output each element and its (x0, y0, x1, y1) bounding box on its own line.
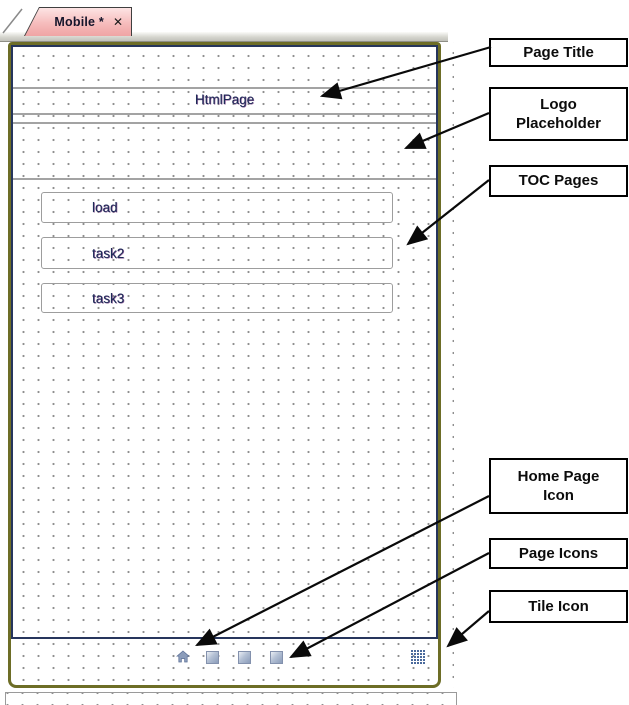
tab-mobile[interactable]: Mobile * ✕ (24, 7, 132, 36)
page-icon[interactable] (270, 651, 283, 664)
toc-page-label: task2 (92, 245, 125, 261)
arrow-tile-icon (446, 610, 490, 648)
callout-page-title: Page Title (489, 38, 628, 67)
callout-label: Home Page Icon (517, 467, 600, 505)
tab-background (25, 8, 131, 36)
callout-label: Tile Icon (528, 597, 589, 615)
callout-toc-pages: TOC Pages (489, 165, 628, 197)
tile-icon[interactable] (411, 650, 414, 653)
design-surface-margin (441, 42, 454, 688)
empty-tab-slant (2, 8, 23, 34)
next-design-element (5, 692, 457, 705)
toc-page-task2[interactable]: task2 (41, 237, 393, 269)
tab-title: Mobile * (54, 14, 104, 29)
toc-page-load[interactable]: load (41, 192, 393, 223)
section-divider (13, 122, 436, 124)
callout-label: TOC Pages (518, 172, 599, 190)
page-icon[interactable] (206, 651, 219, 664)
callout-page-icons: Page Icons (489, 538, 628, 569)
toc-page-label: task3 (92, 290, 125, 306)
toc-page-task3[interactable]: task3 (41, 283, 393, 313)
page-icon[interactable] (238, 651, 251, 664)
mobile-page-canvas[interactable]: HtmlPage load task2 task3 (8, 42, 441, 688)
footer-icon-bar (11, 650, 438, 666)
html-page-outline[interactable]: HtmlPage load task2 task3 (11, 45, 438, 639)
close-icon[interactable]: ✕ (112, 14, 123, 29)
section-divider (13, 178, 436, 180)
toc-page-label: load (92, 200, 118, 215)
home-icon[interactable] (176, 650, 190, 663)
section-divider (13, 113, 436, 115)
page-title-text[interactable]: HtmlPage (194, 92, 255, 107)
callout-label: Page Title (523, 43, 594, 61)
tab-strip (0, 31, 448, 42)
section-divider (13, 87, 436, 89)
callout-home-page-icon: Home Page Icon (489, 458, 628, 514)
callout-label: Page Icons (518, 544, 599, 562)
callout-label: Logo Placeholder (515, 95, 602, 133)
callout-tile-icon: Tile Icon (489, 590, 628, 623)
callout-logo-placeholder: Logo Placeholder (489, 87, 628, 141)
